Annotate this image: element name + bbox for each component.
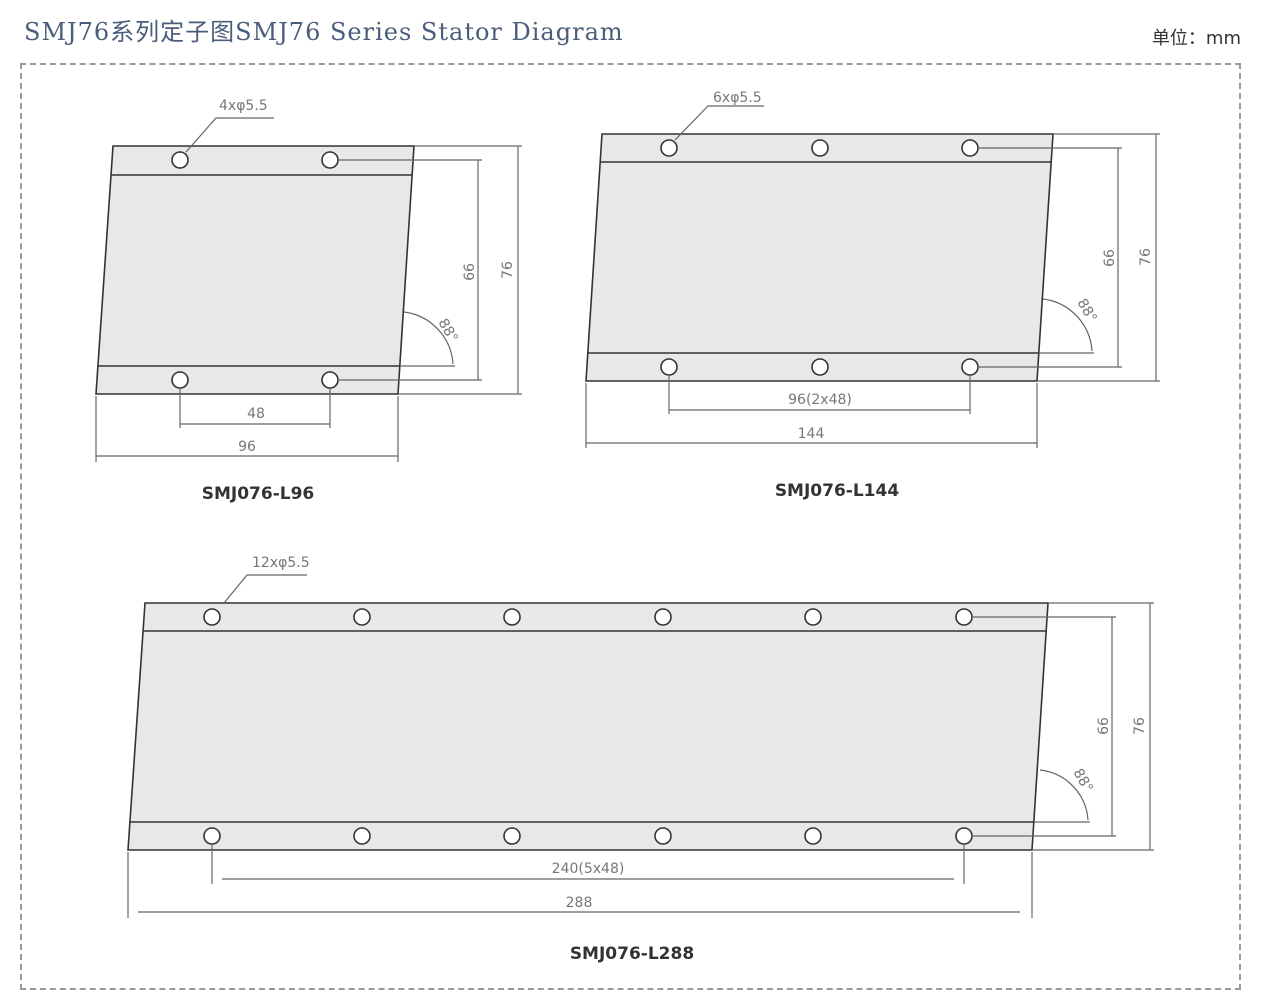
- mounting-hole: [203, 608, 221, 626]
- mounting-hole: [353, 608, 371, 626]
- mounting-hole: [171, 151, 189, 169]
- mounting-hole: [660, 139, 678, 157]
- mounting-hole: [804, 608, 822, 626]
- length-label: 96: [238, 439, 256, 455]
- hole-leader-line: [223, 574, 307, 604]
- stator-plate: [585, 133, 1054, 382]
- diagram-frame: [20, 63, 1241, 990]
- mounting-hole: [353, 827, 371, 845]
- hole-callout: 12xφ5.5: [252, 555, 310, 571]
- inner-height-label: 66: [1096, 717, 1112, 735]
- length-label: 144: [798, 426, 825, 442]
- hole-callout: 6xφ5.5: [713, 90, 762, 106]
- angle-arc: [1042, 298, 1093, 352]
- outer-height-label: 76: [1132, 717, 1148, 735]
- stator-l96: 4xφ5.5 66 76 88° 48 96 SMJ076-L96: [95, 98, 522, 504]
- mounting-hole: [203, 827, 221, 845]
- pitch-label: 240(5x48): [552, 861, 625, 877]
- stator-plate: [95, 145, 415, 395]
- mounting-hole: [654, 827, 672, 845]
- outer-height-label: 76: [1138, 248, 1154, 266]
- mounting-hole: [503, 827, 521, 845]
- page-title: SMJ76系列定子图SMJ76 Series Stator Diagram: [24, 18, 624, 46]
- model-label: SMJ076-L144: [775, 481, 900, 501]
- length-label: 288: [566, 895, 593, 911]
- angle-arc: [1039, 769, 1089, 821]
- mounting-hole: [955, 827, 973, 845]
- mounting-hole: [811, 358, 829, 376]
- outer-height-label: 76: [500, 261, 516, 279]
- angle-label: 88°: [1070, 766, 1096, 796]
- stator-l144: 6xφ5.5 66 76 88° 96(2x48) 144 SMJ076-L14…: [585, 90, 1160, 501]
- mounting-hole: [804, 827, 822, 845]
- mounting-hole: [961, 139, 979, 157]
- pitch-label: 96(2x48): [788, 392, 852, 408]
- pitch-label: 48: [247, 406, 265, 422]
- hole-leader-line: [185, 117, 274, 153]
- angle-arc: [403, 311, 454, 365]
- model-label: SMJ076-L288: [570, 944, 694, 964]
- unit-label: 单位：mm: [1151, 28, 1241, 49]
- mounting-hole: [503, 608, 521, 626]
- angle-label: 88°: [1074, 296, 1100, 326]
- hole-callout: 4xφ5.5: [219, 98, 268, 114]
- mounting-hole: [321, 371, 339, 389]
- model-label: SMJ076-L96: [202, 484, 315, 504]
- inner-height-label: 66: [462, 263, 478, 281]
- mounting-hole: [961, 358, 979, 376]
- inner-height-label: 66: [1102, 249, 1118, 267]
- mounting-hole: [171, 371, 189, 389]
- stator-plate: [127, 602, 1049, 851]
- mounting-hole: [660, 358, 678, 376]
- mounting-hole: [811, 139, 829, 157]
- mounting-hole: [321, 151, 339, 169]
- mounting-hole: [955, 608, 973, 626]
- mounting-hole: [654, 608, 672, 626]
- stator-l288: 12xφ5.5 66 76 88° 240(5x48) 288 SMJ076-L…: [127, 555, 1154, 964]
- hole-leader-line: [674, 105, 764, 141]
- angle-label: 88°: [435, 316, 461, 346]
